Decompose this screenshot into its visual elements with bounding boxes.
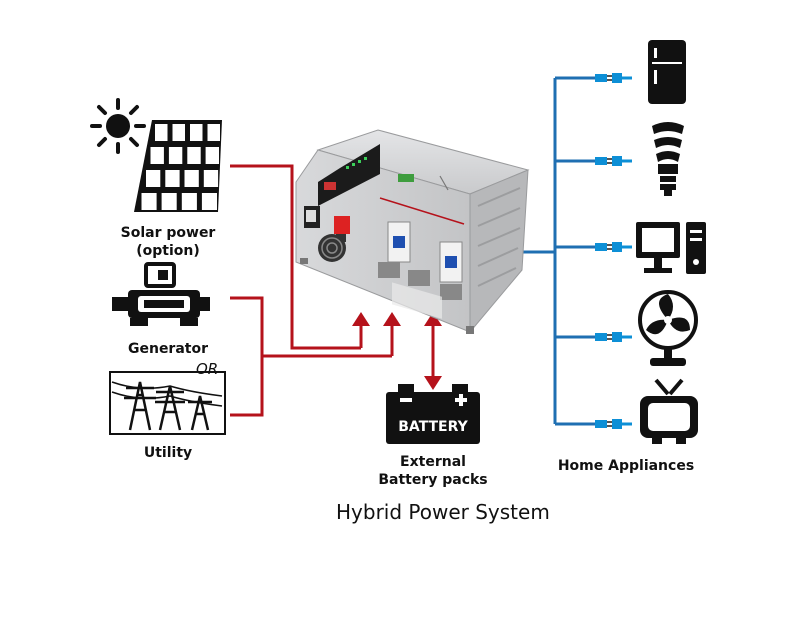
home-appliances-label: Home Appliances: [557, 458, 695, 474]
solar-cell: [168, 147, 183, 164]
output-wires: [520, 76, 595, 426]
plug-connector: [595, 332, 632, 342]
solar-cell: [165, 170, 180, 187]
input-wires: [230, 164, 394, 417]
solar-cell: [181, 193, 197, 210]
utility-label: Utility: [143, 445, 193, 461]
generator-wire: [230, 296, 392, 358]
plug-connector: [595, 242, 632, 252]
hybrid-inverter: [295, 129, 530, 334]
or-text: OR: [196, 360, 219, 378]
generator-icon: [112, 262, 210, 326]
solar-cell: [201, 193, 217, 210]
solar-cell: [146, 170, 161, 187]
solar-label: Solar power (option): [120, 225, 216, 259]
utility-wire: [230, 356, 264, 417]
solar-cell: [203, 170, 219, 187]
solar-cell: [141, 193, 157, 210]
sun-icon: [90, 98, 146, 154]
solar-cell: [150, 147, 164, 164]
solar-cell: [155, 124, 168, 141]
tv-icon: [640, 378, 698, 444]
utility-tower-icon: [109, 371, 226, 435]
solar-cell: [187, 147, 201, 164]
solar-cell: [190, 124, 203, 141]
solar-arrow-head: [352, 312, 370, 326]
diagram-title: Hybrid Power System: [336, 500, 550, 524]
plug-connectors: [595, 73, 632, 429]
plug-connector: [595, 419, 632, 429]
generator-label: Generator: [127, 341, 208, 357]
solar-cell: [161, 193, 177, 210]
battery-box-text: BATTERY: [398, 419, 468, 435]
plug-connector: [595, 73, 632, 83]
fridge-icon: [648, 40, 686, 104]
battery-icon: BATTERY: [386, 384, 480, 444]
solar-cell: [184, 170, 199, 187]
solar-cell: [205, 147, 219, 164]
plug-connector: [595, 156, 632, 166]
battery-label: External Battery packs: [378, 454, 488, 488]
computer-icon: [636, 222, 706, 274]
fan-icon: [638, 290, 698, 366]
solar-panel-icon: [134, 120, 222, 212]
solar-cell: [207, 124, 220, 141]
battery-arrow-down: [424, 376, 442, 390]
gen-arrow-head: [383, 312, 401, 326]
solar-wire: [230, 164, 361, 350]
battery-arrow-up: [424, 312, 442, 326]
bulb-icon: [652, 122, 684, 196]
solar-cell: [172, 124, 185, 141]
